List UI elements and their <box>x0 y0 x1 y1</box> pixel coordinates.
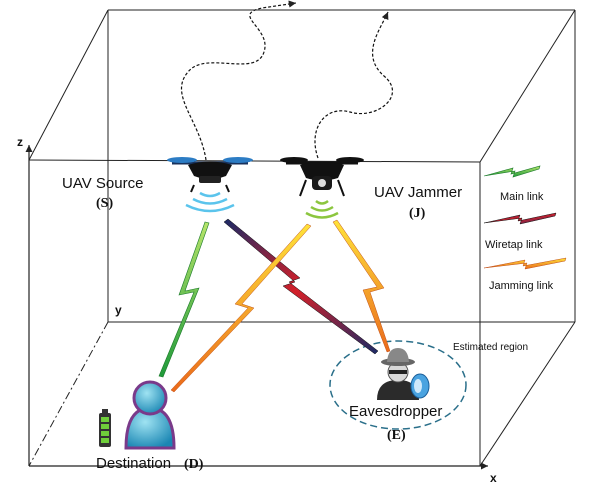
uav-jammer-label: UAV Jammer <box>374 184 462 201</box>
battery-icon <box>99 409 111 447</box>
jamming-link-destination-bolt <box>170 223 312 393</box>
uav-source-label: UAV Source <box>62 175 143 192</box>
axis-lines <box>25 145 488 470</box>
legend-jamming-link-icon <box>483 257 567 270</box>
source-signal-waves-icon <box>185 191 235 213</box>
legend-main-link-label: Main link <box>500 191 544 203</box>
legend-wiretap-link-label: Wiretap link <box>485 239 543 251</box>
destination-user-icon <box>124 380 176 450</box>
axis-x-label: x <box>490 471 497 485</box>
axis-z-label: z <box>17 135 23 149</box>
estimated-region <box>329 340 467 430</box>
eavesdropper-symbol: (E) <box>387 428 406 443</box>
uav-source-symbol: (S) <box>96 196 113 211</box>
bounding-box <box>28 9 576 467</box>
legend: Main link Wiretap link Jamming link <box>483 165 567 292</box>
destination-symbol: (D) <box>184 457 204 472</box>
uav-source-icon <box>167 157 253 193</box>
uav-jammer-symbol: (J) <box>409 206 426 221</box>
jamming-link-eavesdropper-bolt <box>332 219 391 353</box>
source-trajectory <box>181 0 297 161</box>
jammer-trajectory <box>314 11 393 159</box>
uav-jammer-icon <box>280 157 364 197</box>
legend-main-link-icon <box>483 165 541 178</box>
axis-y-label: y <box>115 303 122 317</box>
main-link-bolt <box>158 221 210 378</box>
legend-jamming-link-label: Jamming link <box>489 280 554 292</box>
jammer-signal-waves-icon <box>305 199 339 219</box>
eavesdropper-label: Eavesdropper <box>349 403 442 420</box>
eavesdropper-spy-icon <box>377 348 430 400</box>
legend-wiretap-link-icon <box>483 212 557 225</box>
estimated-region-label: Estimated region <box>453 342 528 353</box>
destination-label: Destination <box>96 455 171 472</box>
wiretap-link-bolt <box>223 218 379 355</box>
